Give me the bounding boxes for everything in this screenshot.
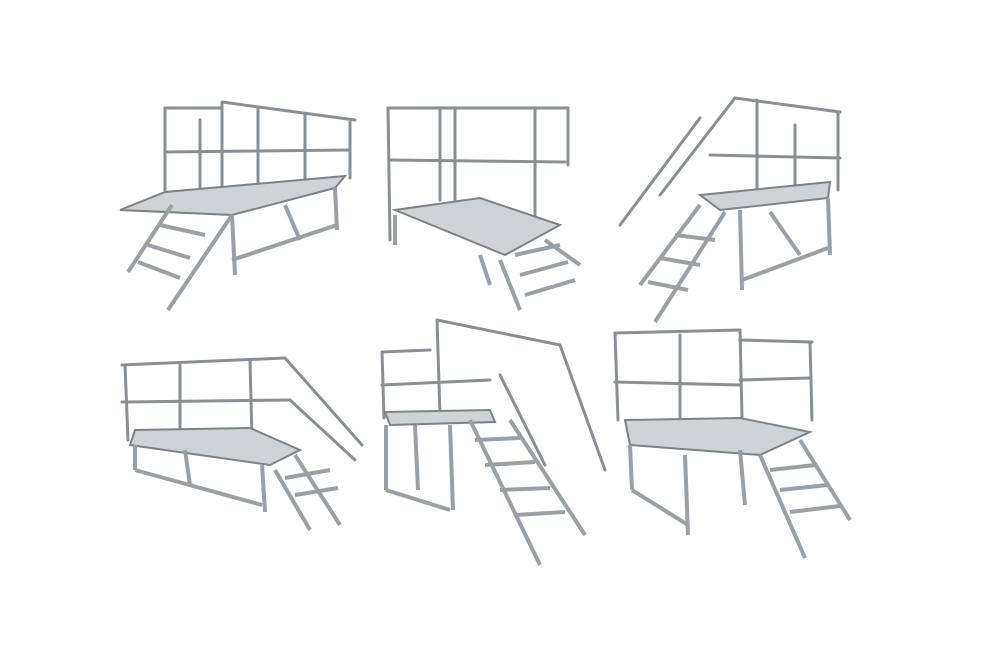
platform-1-drawing: [119, 100, 357, 312]
platform-6-drawing: [613, 328, 852, 559]
platform-3-drawing: [618, 96, 842, 324]
platform-2-drawing: [386, 106, 582, 311]
platform-4-drawing: [120, 356, 364, 532]
product-photo-collage: [119, 96, 852, 566]
platform-5-drawing: [380, 318, 607, 566]
